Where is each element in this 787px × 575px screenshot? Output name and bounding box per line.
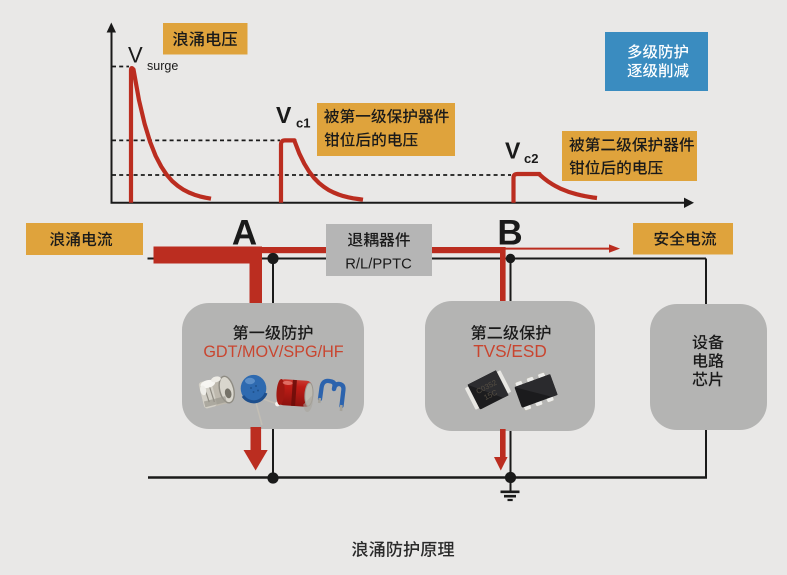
svg-text:V: V	[128, 43, 143, 68]
svg-text:c2: c2	[524, 151, 538, 166]
svg-text:TVS/ESD: TVS/ESD	[473, 341, 547, 361]
svg-text:A: A	[232, 213, 257, 252]
svg-text:V: V	[505, 138, 521, 164]
svg-text:c1: c1	[296, 116, 310, 131]
svg-text:surge: surge	[147, 59, 178, 73]
svg-text:B: B	[497, 213, 522, 252]
svg-text:GDT/MOV/SPG/HF: GDT/MOV/SPG/HF	[203, 343, 343, 361]
svg-text:V: V	[276, 102, 292, 128]
svg-text:R/L/PPTC: R/L/PPTC	[345, 257, 412, 273]
